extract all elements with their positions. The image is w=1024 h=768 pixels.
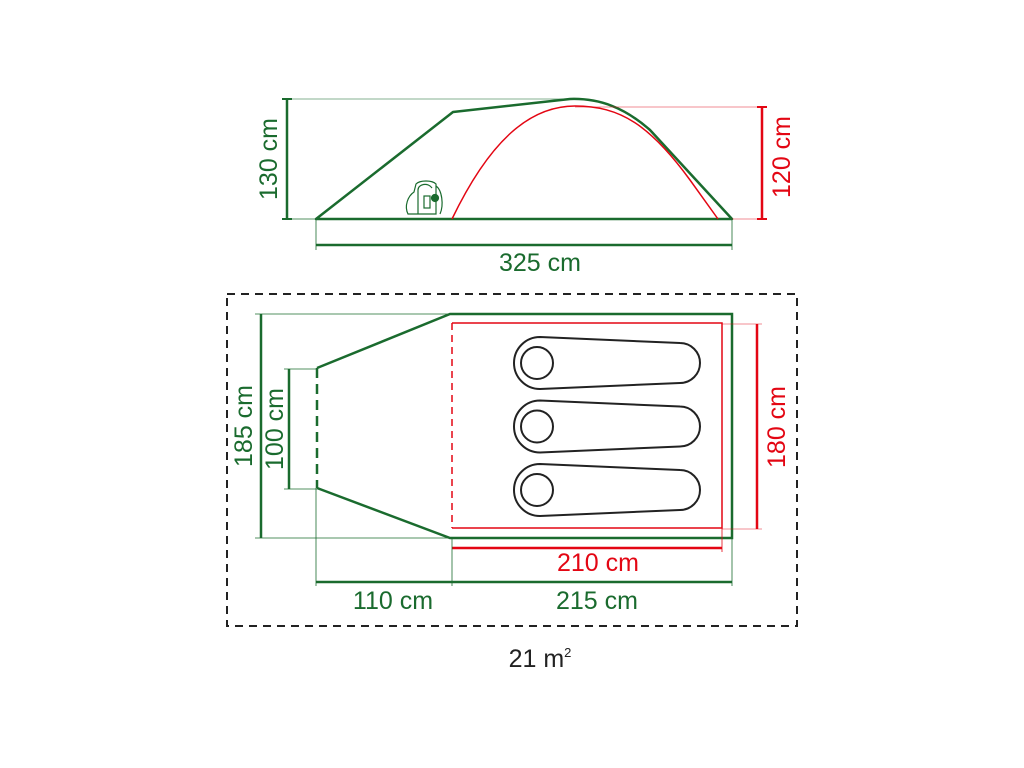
pillow-icon [520,473,554,507]
inner-length-label: 210 cm [557,549,639,577]
pillow-icon [520,409,554,444]
total-length-label: 325 cm [499,249,581,277]
total-height-label: 130 cm [255,118,283,200]
sleeping-bag [513,462,701,518]
bedroom-length-label: 215 cm [556,587,638,615]
tent-outer-profile [314,97,734,221]
side-view: 130 cm 120 cm 325 cm [255,97,796,277]
sleeping-bag [513,399,701,454]
total-width-label: 185 cm [230,385,258,467]
inner-tent-profile [451,105,719,220]
pillow-icon [520,346,554,380]
footprint-area-outline [226,293,798,627]
inner-width-label: 180 cm [763,386,791,468]
inner-height-label: 120 cm [768,116,796,198]
backpack-icon [405,180,443,215]
floor-plan: 185 cm 100 cm 180 cm 210 cm 110 cm 215 c… [226,293,798,627]
sleeping-bags [513,335,701,518]
sleeping-bag [513,335,701,391]
porch-length-label: 110 cm [353,587,433,615]
area-label: 21 m2 [509,645,572,673]
tent-outer-floor [316,312,734,540]
door-width-label: 100 cm [261,388,289,470]
inner-tent-floor [452,322,723,529]
